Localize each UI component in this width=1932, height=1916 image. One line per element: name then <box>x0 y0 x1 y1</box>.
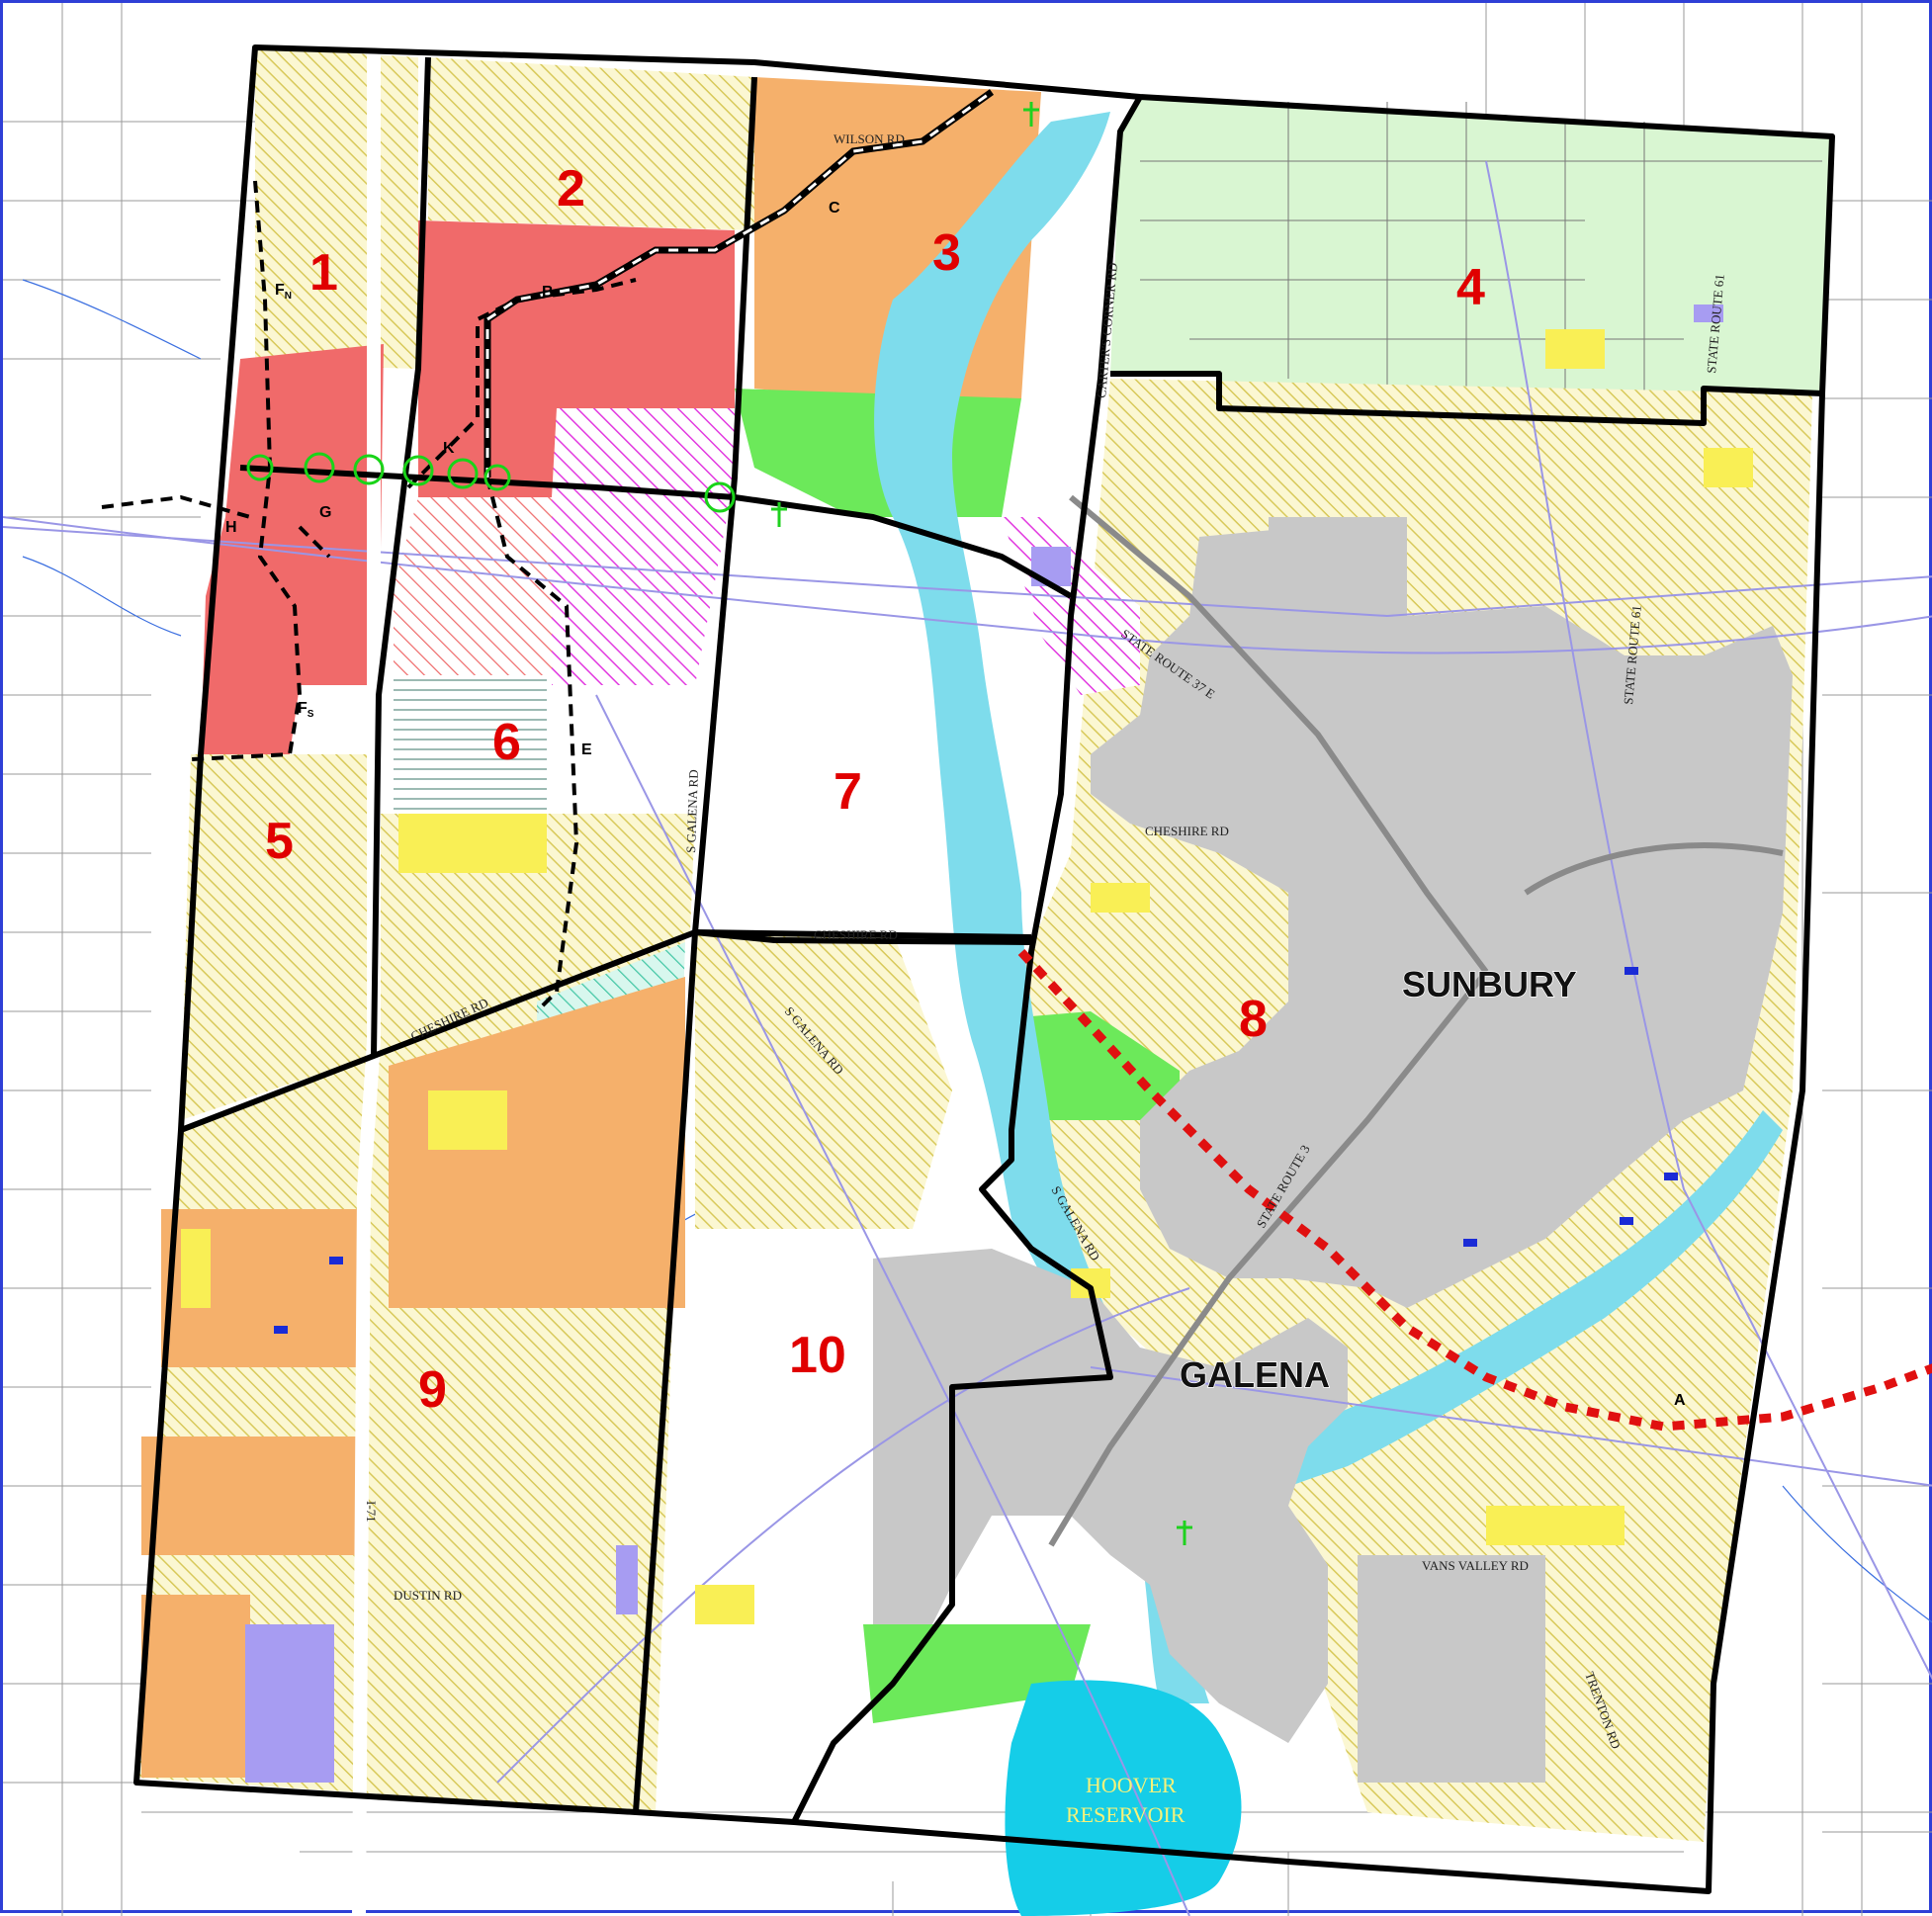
road-label-cheshire-mid: CHESHIRE RD <box>814 927 898 942</box>
road-label-cheshire-east: CHESHIRE RD <box>1145 824 1229 838</box>
zone-label-5: 5 <box>265 813 294 870</box>
reservoir-label-line1: HOOVER <box>1086 1773 1177 1797</box>
road-label-vans-valley: VANS VALLEY RD <box>1422 1558 1529 1573</box>
zone-7-hatch <box>695 932 952 1229</box>
town-label-sunbury: SUNBURY <box>1402 964 1577 1004</box>
corridor-letter-b: B <box>542 284 554 301</box>
zone-label-8: 8 <box>1239 991 1268 1048</box>
urban-southeast <box>1358 1555 1545 1783</box>
corridor-letter-fs: FS <box>298 700 314 720</box>
zone-4-parcels <box>1140 102 1822 398</box>
park-green-mid <box>1031 1011 1180 1120</box>
corridor-letter-a: A <box>1674 1392 1686 1409</box>
railroad-corridor <box>483 89 995 478</box>
reservoir-label-line2: RESERVOIR <box>1066 1802 1186 1827</box>
zone-1-hatch <box>255 47 418 369</box>
zone-9-orange-sw <box>141 1437 359 1555</box>
zone-6-hatch <box>374 814 695 1056</box>
zone-label-1: 1 <box>309 244 338 302</box>
zone-label-4: 4 <box>1456 259 1485 316</box>
purple-parcel-sw <box>245 1624 334 1783</box>
major-roads <box>1048 494 1784 1547</box>
corridor-letter-fn: FN <box>275 282 292 302</box>
road-label-s-galena-north: S GALENA RD <box>683 769 701 853</box>
corridor-letter-h: H <box>225 519 237 536</box>
zone-label-7: 7 <box>834 763 862 821</box>
zone-label-9: 9 <box>418 1361 447 1419</box>
interstate-71 <box>352 43 381 1916</box>
zone-9-orange <box>389 977 685 1308</box>
zone-label-3: 3 <box>932 224 961 282</box>
zoning-map: 1 2 3 4 5 6 7 8 9 10 SUNBURY GALENA HOOV… <box>3 3 1932 1916</box>
yellow-parcels <box>181 329 1753 1624</box>
road-label-wilson: WILSON RD <box>834 131 905 146</box>
corridor-letter-k: K <box>443 440 455 457</box>
corridor-letter-c: C <box>829 200 840 217</box>
cemetery-cross-icons <box>771 102 1192 1545</box>
road-label-dustin: DUSTIN RD <box>394 1588 462 1603</box>
zone-label-10: 10 <box>789 1327 846 1384</box>
zone-boundaries <box>133 44 1835 1894</box>
corridor-letter-g: G <box>319 504 331 521</box>
zone-label-2: 2 <box>557 160 585 218</box>
urban-galena <box>873 1249 1348 1743</box>
hoover-reservoir <box>1005 1680 1242 1916</box>
road-label-i71: I-71 <box>364 1501 379 1523</box>
utility-lines <box>3 160 1932 1916</box>
purple-parcel-ne <box>1694 305 1723 322</box>
horizontal-hatch <box>394 675 547 814</box>
zone-5-hatch <box>181 754 379 1120</box>
urban-north <box>1269 517 1407 596</box>
zone-9-orange-south <box>141 1595 250 1778</box>
magenta-hatch <box>552 408 735 685</box>
purple-parcel-mid <box>616 1545 638 1614</box>
corridor-a-line <box>1017 948 1932 1432</box>
zone-2-hatch <box>428 57 754 230</box>
zone-4-area <box>1110 97 1832 423</box>
town-label-galena: GALENA <box>1180 1354 1330 1395</box>
zone-label-6: 6 <box>492 714 521 771</box>
school-flag-icons <box>274 967 1678 1334</box>
interchange-symbols <box>246 452 736 513</box>
zone-1-red <box>201 344 384 754</box>
zone-2-red-hatch <box>394 497 552 675</box>
corridor-letter-e: E <box>581 741 592 758</box>
